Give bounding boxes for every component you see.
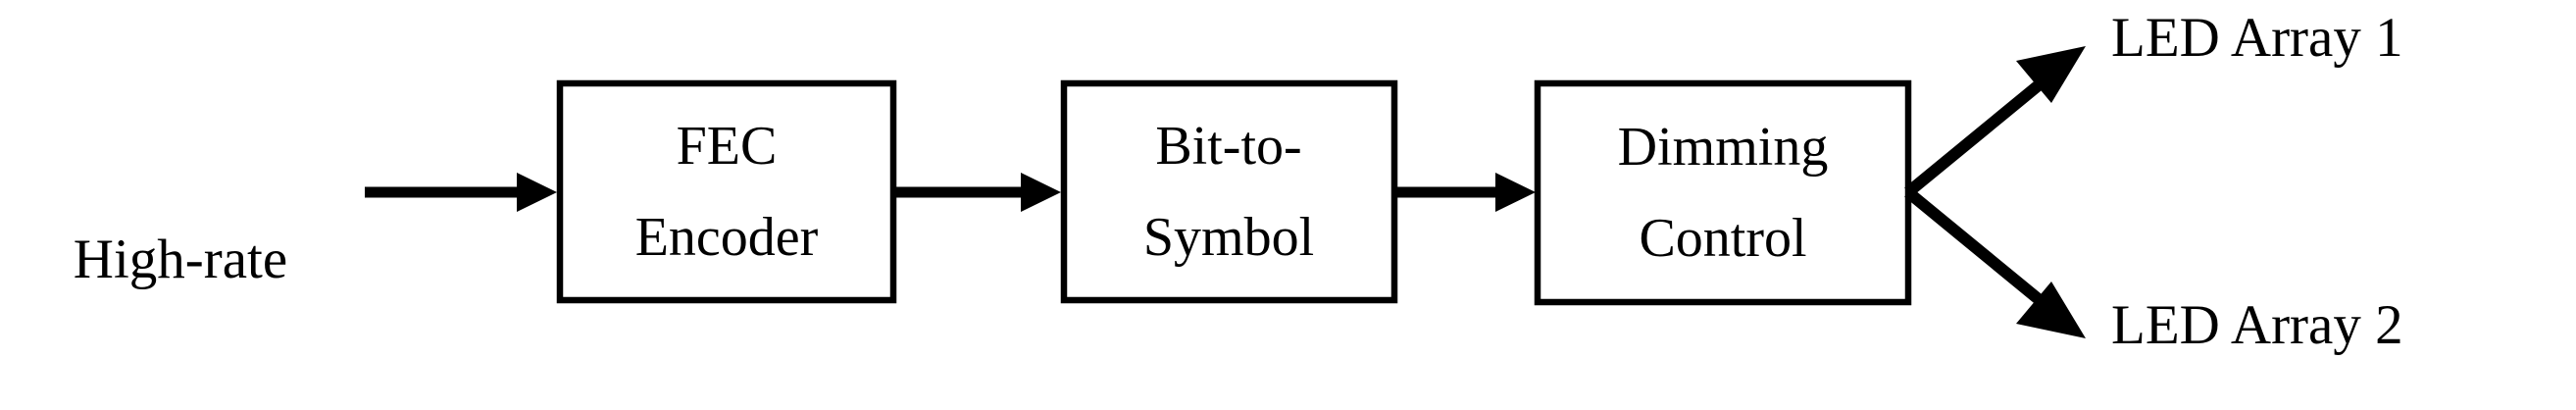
block-label-dimming-control[interactable]: Dimming Control bbox=[1535, 80, 1911, 305]
output-label-led-array-2: LED Array 2 bbox=[2111, 294, 2403, 356]
dim-to-led1-arrow bbox=[1904, 46, 2086, 197]
fec-to-bit-arrow bbox=[893, 173, 1061, 212]
source-label-line-1: High-rate bbox=[73, 229, 288, 290]
dim-to-led2-arrow bbox=[1904, 187, 2086, 338]
block-label-bit-to-symbol-line-1: Bit-to- bbox=[1155, 115, 1302, 177]
source-label: High-rate Data Stream bbox=[0, 51, 361, 410]
input-arrow bbox=[365, 173, 557, 212]
output-label-led-array-1: LED Array 1 bbox=[2111, 7, 2403, 69]
block-label-bit-to-symbol-line-2: Symbol bbox=[1142, 206, 1315, 268]
block-label-dimming-control-line-1: Dimming bbox=[1617, 116, 1829, 178]
block-label-dimming-control-line-2: Control bbox=[1639, 207, 1807, 269]
block-label-fec-encoder[interactable]: FEC Encoder bbox=[557, 80, 896, 303]
block-label-bit-to-symbol[interactable]: Bit-to- Symbol bbox=[1061, 80, 1396, 303]
block-label-fec-encoder-line-1: FEC bbox=[676, 115, 778, 177]
bit-to-dim-arrow bbox=[1394, 173, 1536, 212]
block-bit-to-symbol[interactable] bbox=[1060, 79, 1398, 304]
block-label-fec-encoder-line-2: Encoder bbox=[634, 206, 819, 268]
